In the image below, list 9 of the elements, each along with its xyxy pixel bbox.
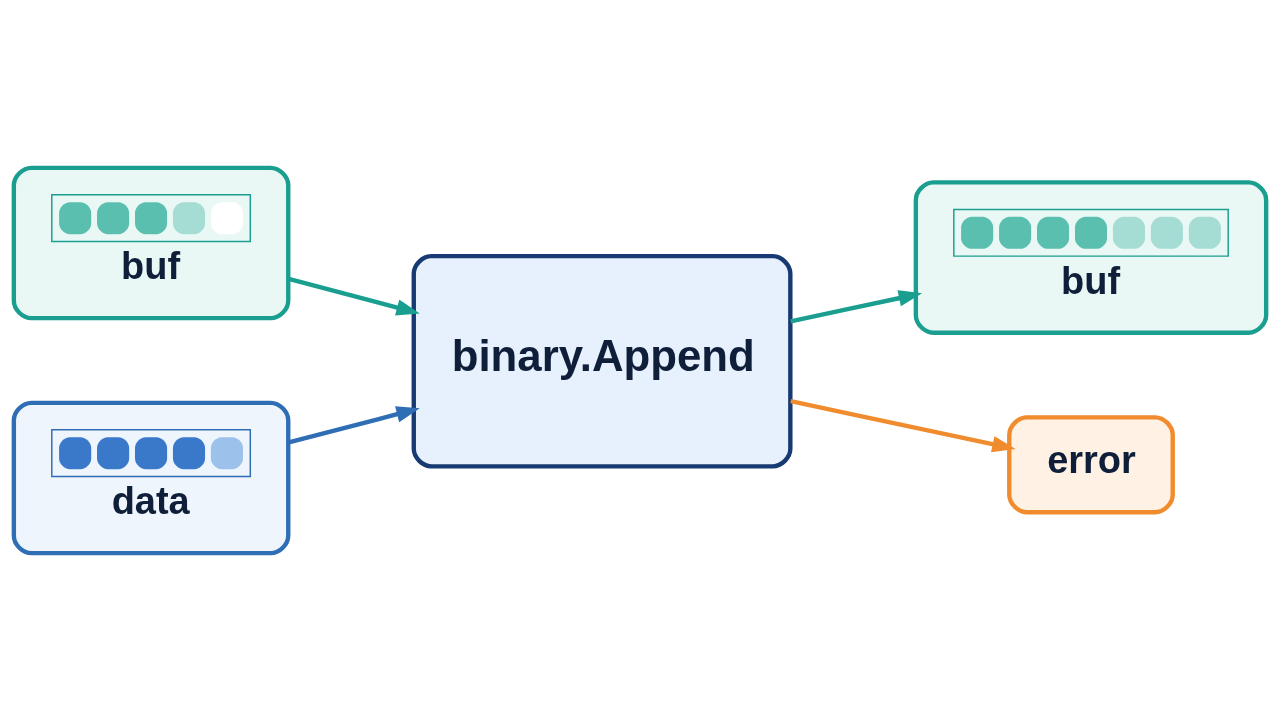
arrow (790, 289, 923, 323)
arrow (288, 276, 420, 315)
node-box: binary.Append (411, 253, 793, 468)
node-box: buf (913, 179, 1269, 335)
node-box: data (11, 400, 291, 555)
node-box: buf (11, 165, 291, 320)
arrow (790, 398, 1016, 452)
arrow (288, 405, 420, 445)
node-box: error (1007, 414, 1175, 514)
